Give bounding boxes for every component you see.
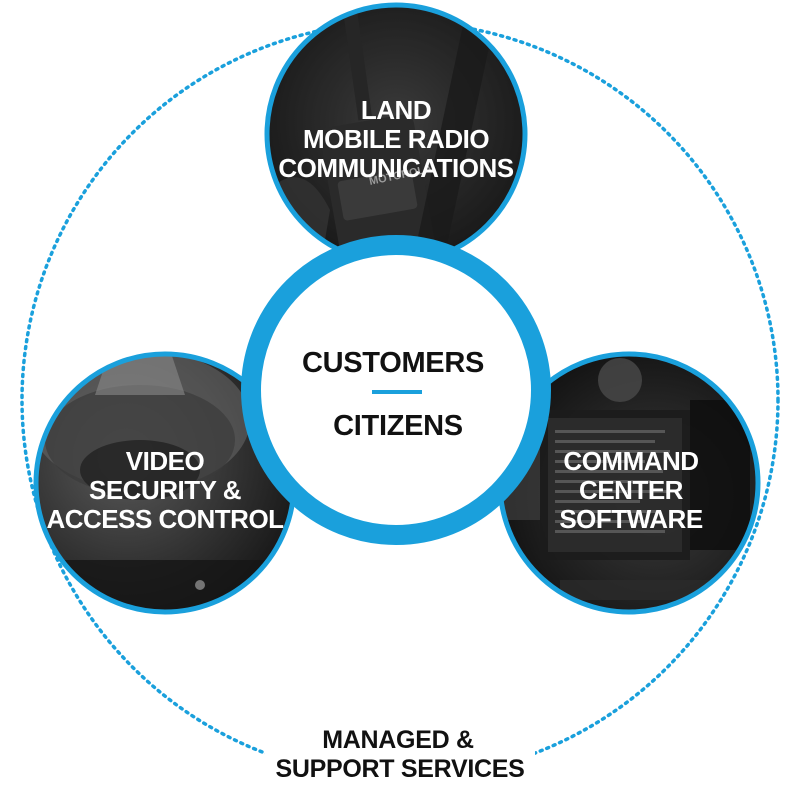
managed-services-label-line2: SUPPORT SERVICES [276,755,525,783]
managed-services-label-line1: MANAGED & [322,726,474,754]
video-label-line2: SECURITY & [89,475,241,505]
command-label-line2: CENTER [579,475,684,505]
radio-node: MOTOROLA LAND MOBILE RADIO COMMUNICATION… [264,2,528,266]
radio-label-line2: MOBILE RADIO [303,124,489,154]
radio-photo: MOTOROLA [267,5,525,263]
video-label-line3: ACCESS CONTROL [46,504,284,534]
command-node: COMMAND CENTER SOFTWARE [497,351,761,615]
command-label-line3: SOFTWARE [559,504,702,534]
outer-label-backing [265,722,535,786]
center-label-citizens: CITIZENS [333,410,463,442]
center-divider [372,390,422,394]
command-photo [500,358,750,600]
command-label-line1: COMMAND [563,446,698,476]
center-label-customers: CUSTOMERS [302,347,484,379]
center-hub: CUSTOMERS CITIZENS [241,235,551,545]
video-label-line1: VIDEO [126,446,205,476]
radio-label-line1: LAND [361,95,431,125]
radio-label-line3: COMMUNICATIONS [278,153,513,183]
